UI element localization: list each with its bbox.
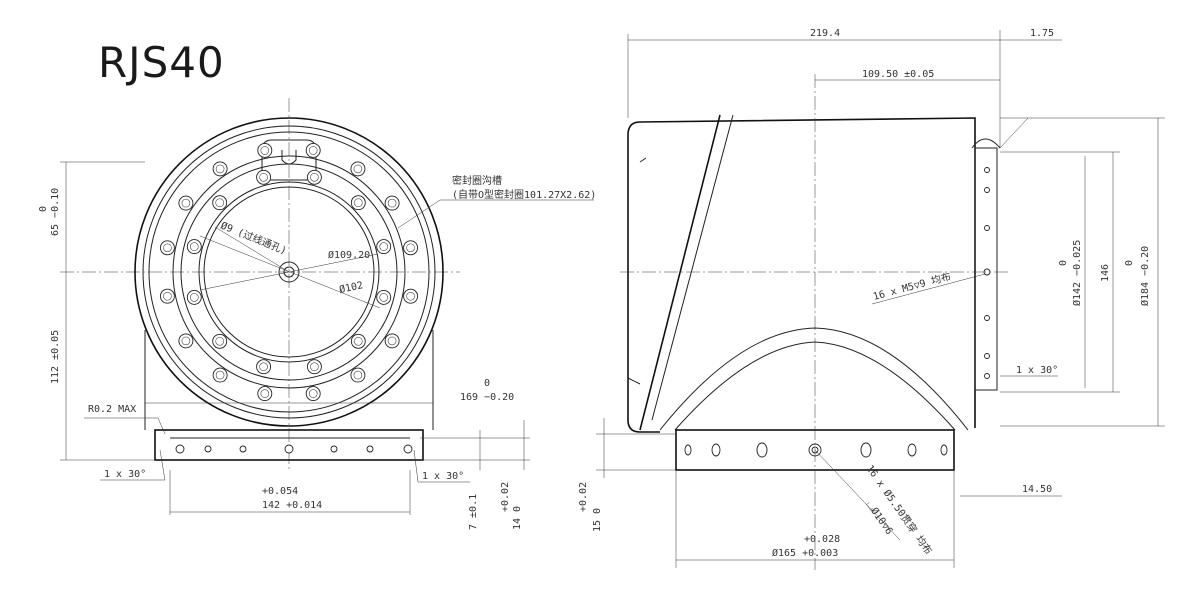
bolt-hole (350, 367, 366, 383)
bolt-hole (403, 240, 419, 256)
bolt-hole (350, 195, 366, 211)
dim-base-14: 14 0 (512, 506, 523, 530)
base-side-holes (175, 444, 413, 454)
bolt-hole (306, 359, 322, 375)
dim-d184: Ø184 −0.20 (1139, 246, 1151, 306)
bolt-hole (178, 333, 194, 349)
bolt-hole-inner (163, 291, 172, 301)
bolt-hole (305, 142, 321, 158)
outer-bolt-holes (159, 142, 419, 402)
bolt-hole (376, 289, 392, 305)
dim-142: 142 +0.014 (262, 500, 322, 511)
dim-169: 169 −0.20 (460, 392, 514, 403)
model-title: RJS40 (98, 38, 225, 87)
bolt-hole (178, 195, 194, 211)
bolt-hole (350, 161, 366, 177)
bolt-hole (159, 240, 175, 256)
dim-142-upper: +0.054 (262, 486, 298, 497)
dim-d146: 146 (1100, 264, 1111, 282)
side-view (596, 30, 1165, 570)
bolt-hole (256, 169, 272, 185)
bolt-hole-inner (379, 242, 389, 251)
bolt-hole-inner (387, 198, 397, 208)
inner-bolt-holes (186, 169, 392, 375)
dim-169-upper: 0 (484, 378, 490, 389)
dim-hole-d9: Ø9 (过线通孔) (219, 219, 289, 257)
seal-note-line2: (自带O型密封圈101.27X2.62) (452, 188, 596, 201)
dim-1450: 14.50 (1022, 484, 1052, 495)
dim-d165-upper: +0.028 (804, 534, 840, 545)
bolt-hole-inner (310, 173, 319, 182)
bolt-hole (212, 333, 228, 349)
bolt-hole (256, 359, 272, 375)
dim-base-14-upper: +0.02 (500, 482, 511, 512)
bolt-hole-inner (308, 389, 318, 398)
dim-219: 219.4 (810, 28, 840, 39)
thread-note: 16 x M5▽9 均布 (872, 271, 953, 303)
bolt-hole (159, 288, 175, 304)
dim-65: 65 −0.10 (50, 188, 61, 236)
dim-d142-upper: 0 (1058, 260, 1069, 266)
bolt-hole-inner (215, 198, 224, 207)
dim-d165: Ø165 +0.003 (772, 547, 838, 559)
dim-radius: R0.2 MAX (88, 404, 136, 415)
bolt-hole (257, 386, 273, 402)
dim-chamfer-right: 1 x 30° (422, 471, 464, 482)
bolt-hole-inner (353, 164, 363, 174)
dim-65-upper: 0 (38, 206, 49, 212)
bolt-hole-inner (406, 291, 415, 301)
bolt-hole-inner (215, 336, 224, 346)
bolt-hole-inner (353, 370, 363, 380)
bolt-hole-inner (310, 362, 319, 372)
dim-base-15-upper: +0.02 (578, 482, 589, 512)
flange-holes (983, 167, 991, 379)
dim-base-15: 15 0 (592, 508, 603, 532)
bolt-hole-inner (308, 146, 318, 155)
dim-d184-upper: 0 (1124, 260, 1135, 266)
bolt-hole (350, 333, 366, 349)
bolt-hole (306, 169, 322, 185)
dim-gap-175: 1.75 (1030, 28, 1054, 39)
side-base-holes (684, 442, 948, 458)
bolt-hole (376, 239, 392, 255)
bolt-hole-inner (379, 293, 389, 302)
dim-112: 112 ±0.05 (50, 330, 61, 384)
bolt-hole (384, 195, 400, 211)
bolt-hole-inner (190, 293, 199, 302)
bolt-hole (186, 289, 202, 305)
bolt-hole-inner (181, 198, 191, 208)
dim-109: 109.50 ±0.05 (862, 69, 934, 80)
bolt-hole (212, 195, 228, 211)
bolt-hole (384, 333, 400, 349)
bolt-hole-inner (215, 370, 225, 380)
dim-d102: Ø102 (338, 279, 364, 296)
dim-chamfer-left: 1 x 30° (104, 469, 146, 480)
bolt-hole-inner (259, 173, 268, 182)
bolt-hole (305, 386, 321, 402)
bolt-hole-inner (260, 389, 270, 398)
bolt-hole (212, 367, 228, 383)
seal-note-line1: 密封圈沟槽 (452, 174, 502, 187)
bolt-hole (212, 161, 228, 177)
dim-d142: Ø142 −0.025 (1071, 240, 1083, 306)
dim-chamfer-side: 1 x 30° (1016, 365, 1058, 376)
bolt-hole-inner (387, 336, 397, 346)
bolt-hole-inner (260, 146, 270, 155)
bolt-hole-inner (353, 336, 363, 346)
bolt-hole (186, 239, 202, 255)
bolt-hole-inner (353, 198, 363, 207)
front-view (60, 98, 594, 515)
dim-d109: Ø109.20 (328, 249, 370, 261)
dim-base-7: 7 ±0.1 (468, 494, 479, 530)
bolt-hole-inner (181, 336, 191, 346)
bolt-hole-inner (406, 243, 415, 253)
bolt-hole (257, 142, 273, 158)
bolt-hole-inner (163, 243, 172, 253)
bolt-hole-inner (215, 164, 225, 174)
bolt-hole-inner (259, 362, 268, 372)
bolt-hole (403, 288, 419, 304)
bolt-hole-inner (190, 242, 199, 251)
